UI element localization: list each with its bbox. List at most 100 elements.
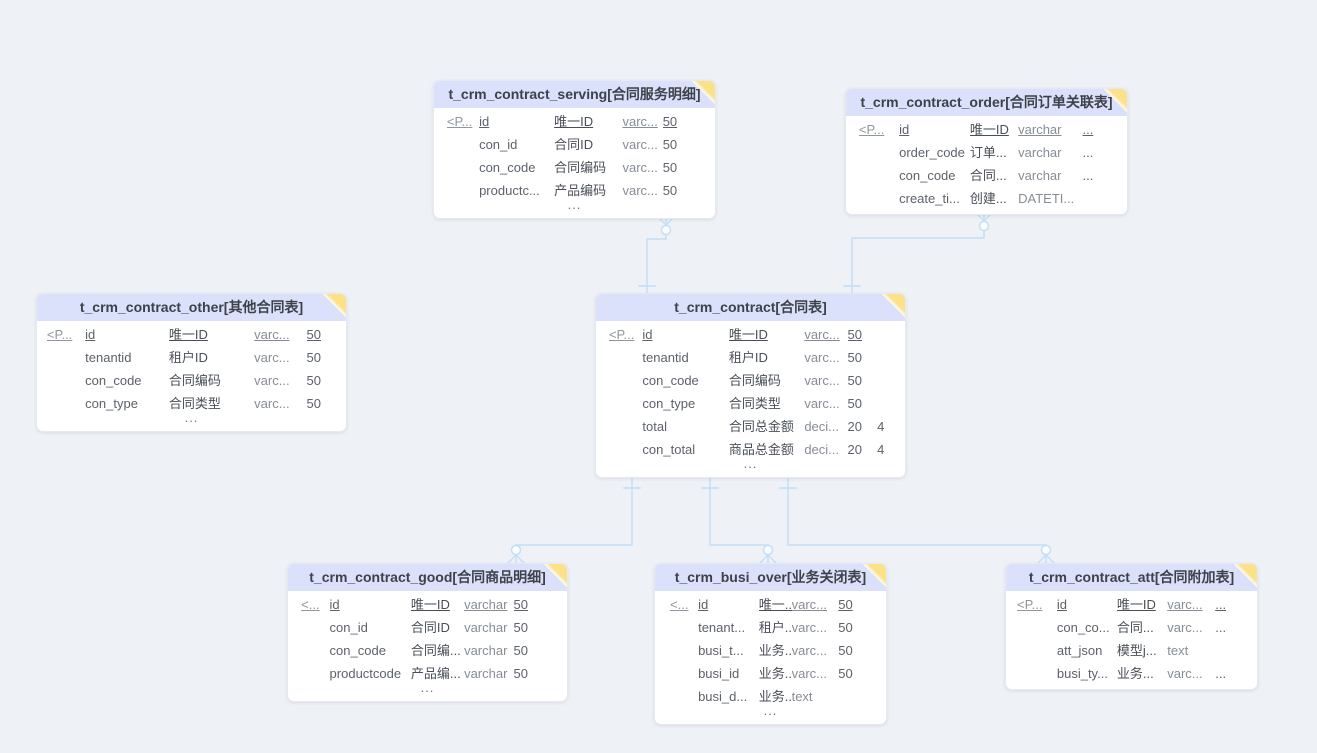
key-indicator — [859, 164, 899, 187]
field-length: ... — [1082, 122, 1094, 137]
field-row[interactable]: con_id 合同ID varc... 50 — [434, 133, 715, 156]
field-row[interactable]: busi_ty... 业务... varc... ... — [1006, 662, 1257, 685]
field-comment: 唯一... — [758, 597, 792, 612]
table-header[interactable]: t_crm_contract_att[合同附加表] — [1006, 564, 1257, 591]
field-name: busi_t... — [698, 643, 744, 658]
table-fields: <P... id 唯一ID varchar ... order_code 订单.… — [846, 116, 1127, 214]
field-row[interactable]: busi_d... 业务... text — [655, 685, 886, 708]
field-row[interactable]: tenant... 租户... varc... 50 — [655, 616, 886, 639]
field-comment: 业务... — [758, 689, 792, 704]
field-name: con_code — [899, 168, 956, 183]
field-row[interactable]: <P... id 唯一ID varc... ... — [1006, 593, 1257, 616]
field-row[interactable]: tenantid 租户ID varc... 50 — [37, 346, 346, 369]
field-type: varc... — [804, 327, 840, 342]
field-row[interactable]: con_total 商品总金额 deci... 20 4 — [596, 438, 905, 461]
field-row[interactable]: con_code 合同编码 varc... 50 — [37, 369, 346, 392]
key-indicator — [47, 392, 85, 415]
field-scale — [330, 346, 336, 369]
relationship-contract-to-order — [843, 212, 993, 294]
field-row[interactable]: tenantid 租户ID varc... 50 — [596, 346, 905, 369]
table-card-contract-serving[interactable]: t_crm_contract_serving[合同服务明细] <P... id … — [433, 80, 716, 219]
table-header[interactable]: t_crm_contract_serving[合同服务明细] — [434, 81, 715, 108]
field-type: varc... — [791, 666, 827, 681]
field-row[interactable]: con_code 合同... varchar ... — [846, 164, 1127, 187]
field-row[interactable]: create_ti... 创建... DATETI... — [846, 187, 1127, 210]
key-indicator — [1017, 616, 1057, 639]
field-scale — [877, 369, 892, 392]
field-row[interactable]: <P... id 唯一ID varc... 50 — [37, 323, 346, 346]
field-type: varc... — [804, 373, 840, 388]
key-indicator: <P... — [1017, 597, 1043, 612]
key-indicator — [301, 662, 329, 685]
field-comment: 业务... — [758, 666, 792, 681]
relationship-contract-to-good — [507, 475, 641, 564]
field-type: varchar — [1018, 145, 1062, 160]
field-row[interactable]: att_json 模型j... text — [1006, 639, 1257, 662]
table-card-busi-over[interactable]: t_crm_busi_over[业务关闭表] <... id 唯一... var… — [654, 563, 887, 725]
more-fields-ellipsis: ... — [567, 197, 582, 212]
field-row[interactable]: <P... id 唯一ID varchar ... — [846, 118, 1127, 141]
field-comment: 合同编... — [410, 643, 461, 658]
field-row[interactable]: con_type 合同类型 varc... 50 — [596, 392, 905, 415]
field-length: 50 — [306, 327, 321, 342]
field-name: id — [899, 122, 910, 137]
table-header[interactable]: t_crm_busi_over[业务关闭表] — [655, 564, 886, 591]
table-header[interactable]: t_crm_contract_other[其他合同表] — [37, 294, 346, 321]
field-name: order_code — [899, 145, 965, 160]
relationship-contract-to-busi-over — [701, 475, 777, 564]
field-row[interactable]: <... id 唯一... varc... 50 — [655, 593, 886, 616]
field-row[interactable]: con_code 合同编... varchar 50 — [288, 639, 567, 662]
field-length: 50 — [513, 643, 528, 658]
field-name: con_code — [642, 373, 699, 388]
field-length: 50 — [306, 396, 321, 411]
field-row[interactable]: <... id 唯一ID varchar 50 — [288, 593, 567, 616]
field-name: id — [329, 597, 340, 612]
table-card-contract-good[interactable]: t_crm_contract_good[合同商品明细] <... id 唯一ID… — [287, 563, 568, 702]
table-title: t_crm_contract_serving[合同服务明细] — [448, 86, 701, 102]
table-header[interactable]: t_crm_contract[合同表] — [596, 294, 905, 321]
note-fold-icon — [1234, 564, 1257, 587]
field-row[interactable]: productc... 产品编码 varc... 50 — [434, 179, 715, 202]
table-card-contract-order[interactable]: t_crm_contract_order[合同订单关联表] <P... id 唯… — [845, 88, 1128, 215]
field-row[interactable]: total 合同总金额 deci... 20 4 — [596, 415, 905, 438]
field-scale — [877, 392, 892, 415]
field-comment: 合同总金额 — [728, 419, 794, 434]
more-fields-ellipsis: ... — [184, 410, 199, 425]
key-indicator — [859, 141, 899, 164]
field-comment: 租户... — [758, 620, 792, 635]
field-row[interactable]: <P... id 唯一ID varc... 50 — [596, 323, 905, 346]
table-card-contract-att[interactable]: t_crm_contract_att[合同附加表] <P... id 唯一ID … — [1005, 563, 1258, 690]
field-name: busi_ty... — [1056, 666, 1108, 681]
field-name: con_code — [85, 373, 142, 388]
field-scale — [330, 323, 336, 346]
field-row[interactable]: con_type 合同类型 varc... 50 — [37, 392, 346, 415]
table-card-contract-other[interactable]: t_crm_contract_other[其他合同表] <P... id 唯一I… — [36, 293, 347, 432]
table-title: t_crm_contract_other[其他合同表] — [79, 299, 304, 315]
field-length: 50 — [662, 114, 678, 129]
table-header[interactable]: t_crm_contract_good[合同商品明细] — [288, 564, 567, 591]
field-comment: 产品编... — [410, 666, 461, 681]
field-row[interactable]: con_id 合同ID varchar 50 — [288, 616, 567, 639]
field-scale — [689, 179, 702, 202]
field-comment: 产品编码 — [554, 183, 607, 198]
table-header[interactable]: t_crm_contract_order[合同订单关联表] — [846, 89, 1127, 116]
field-name: con_id — [479, 137, 518, 152]
key-indicator — [47, 346, 85, 369]
table-card-contract[interactable]: t_crm_contract[合同表] <P... id 唯一ID varc..… — [595, 293, 906, 478]
field-row[interactable]: con_co... 合同... varc... ... — [1006, 616, 1257, 639]
field-row[interactable]: busi_id 业务... varc... 50 — [655, 662, 886, 685]
field-row[interactable]: busi_t... 业务... varc... 50 — [655, 639, 886, 662]
field-row[interactable]: con_code 合同编码 varc... 50 — [434, 156, 715, 179]
field-row[interactable]: con_code 合同编码 varc... 50 — [596, 369, 905, 392]
field-row[interactable]: <P... id 唯一ID varc... 50 — [434, 110, 715, 133]
field-row[interactable]: productcode 产品编... varchar 50 — [288, 662, 567, 685]
field-length: 50 — [847, 327, 863, 342]
field-comment: 合同... — [969, 168, 1007, 183]
field-comment: 合同ID — [554, 137, 594, 152]
key-indicator: <P... — [446, 114, 473, 129]
field-type: varc... — [1167, 620, 1203, 635]
field-name: tenant... — [698, 620, 746, 635]
field-row[interactable]: order_code 订单... varchar ... — [846, 141, 1127, 164]
table-fields: <... id 唯一... varc... 50 tenant... 租户...… — [655, 591, 886, 724]
